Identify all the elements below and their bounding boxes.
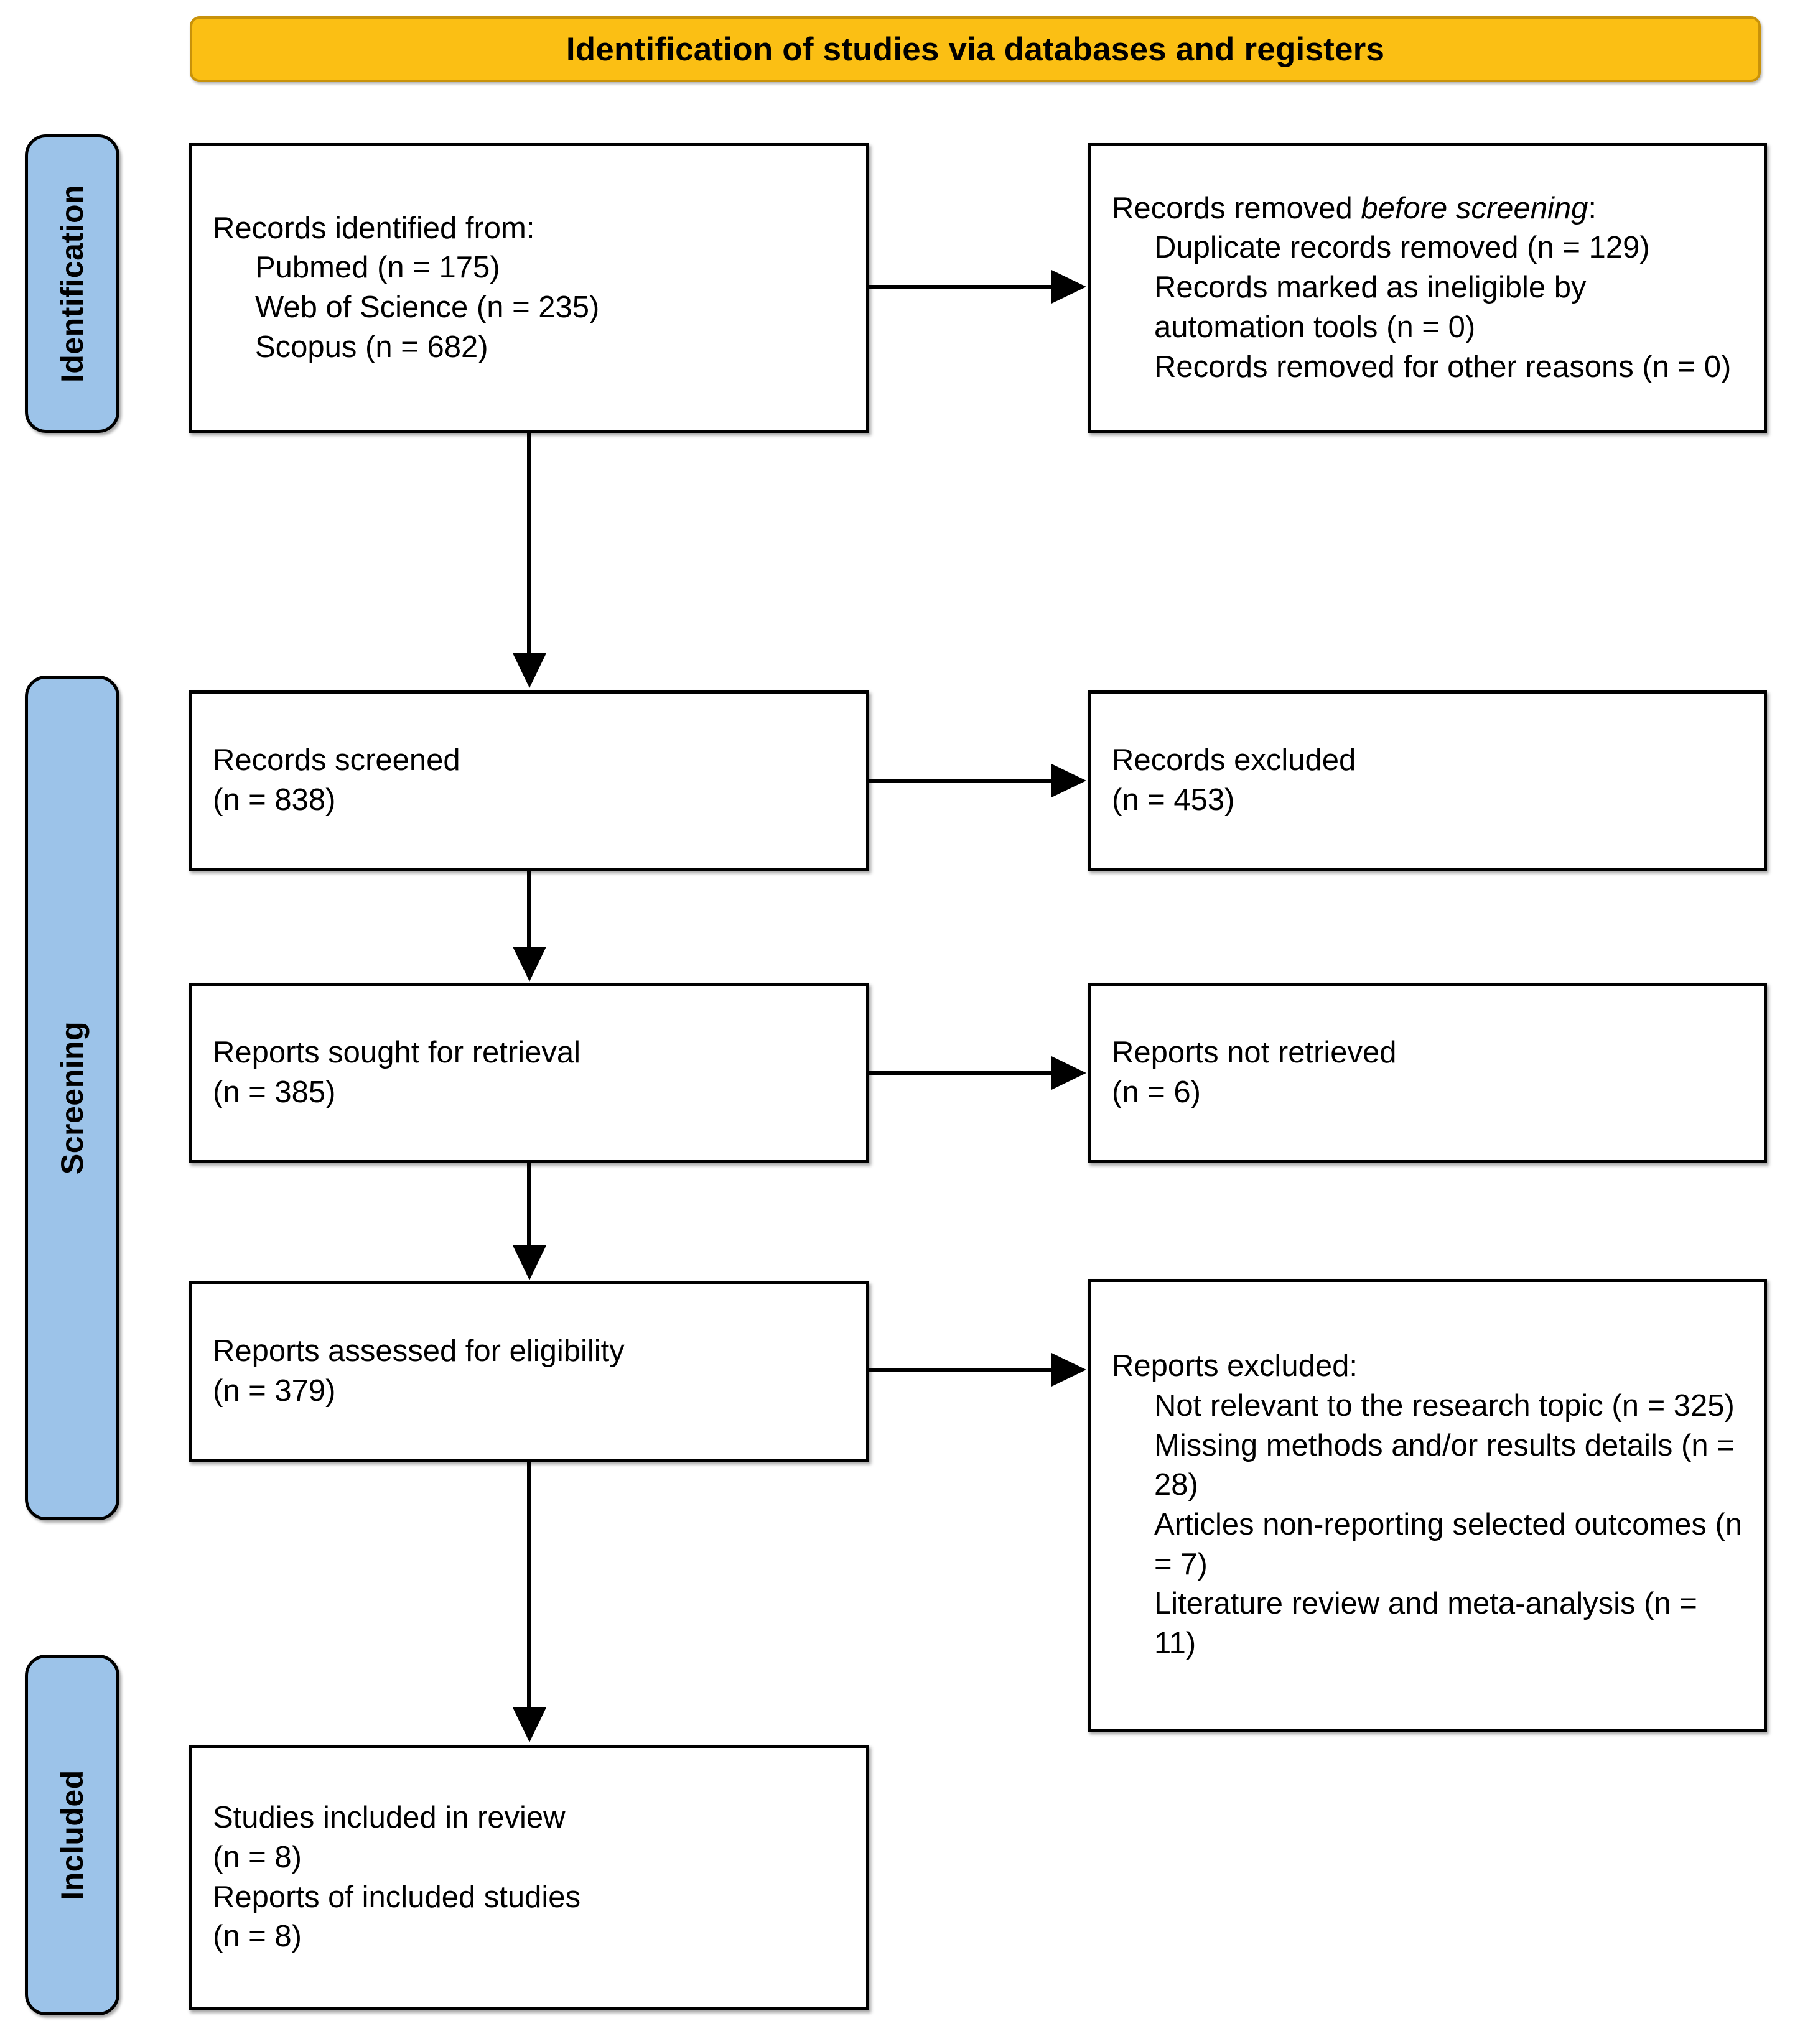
box-reports-sought-for-retrieval: Reports sought for retrieval (n = 385) [189, 983, 869, 1163]
box-heading: Records removed before screening: [1112, 189, 1743, 229]
connector-identified-to-removed [869, 285, 1053, 289]
box-records-excluded: Records excluded (n = 453) [1088, 690, 1767, 871]
stage-label-included: Included [25, 1655, 119, 2015]
source-web-of-science: Web of Science (n = 235) [255, 290, 600, 324]
exclusion-missing-details: Missing methods and/or results details (… [1154, 1428, 1743, 1502]
heading-plain: Records removed [1112, 191, 1361, 225]
box-count: (n = 379) [213, 1374, 336, 1408]
box-count: (n = 453) [1112, 783, 1235, 817]
box-reports-excluded: Reports excluded: Not relevant to the re… [1088, 1279, 1767, 1732]
box-heading: Records identified from: [213, 211, 535, 245]
arrowhead-down-icon [513, 1245, 546, 1280]
arrowhead-right-icon [1051, 1353, 1086, 1387]
diagram-header-banner: Identification of studies via databases … [190, 16, 1761, 82]
arrowhead-down-icon [513, 653, 546, 688]
exclusion-literature-review: Literature review and meta-analysis (n =… [1154, 1587, 1706, 1661]
stage-label-screening: Screening [25, 676, 119, 1520]
stage-label-screening-text: Screening [55, 1021, 90, 1175]
reports-included-count: (n = 8) [213, 1920, 302, 1954]
arrowhead-right-icon [1051, 1056, 1086, 1090]
arrowhead-down-icon [513, 947, 546, 982]
box-heading: Reports assessed for eligibility [213, 1334, 625, 1368]
connector-screened-to-sought [527, 871, 531, 949]
arrowhead-right-icon [1051, 764, 1086, 797]
connector-assessed-to-reports-excluded [869, 1368, 1053, 1372]
connector-identified-to-screened [527, 433, 531, 657]
box-records-identified: Records identified from: Pubmed (n = 175… [189, 143, 869, 433]
diagram-title: Identification of studies via databases … [566, 30, 1385, 68]
box-heading: Reports excluded: [1112, 1349, 1358, 1383]
box-count: (n = 385) [213, 1075, 336, 1109]
reports-included-label: Reports of included studies [213, 1880, 581, 1914]
reason-other: Records removed for other reasons (n = 0… [1154, 350, 1732, 384]
stage-label-included-text: Included [55, 1770, 90, 1900]
box-studies-included-in-review: Studies included in review (n = 8) Repor… [189, 1745, 869, 2010]
heading-italic: before screening [1361, 191, 1588, 225]
heading-tail: : [1588, 191, 1597, 225]
box-records-screened: Records screened (n = 838) [189, 690, 869, 871]
box-records-removed-before-screening: Records removed before screening: Duplic… [1088, 143, 1767, 433]
source-scopus: Scopus (n = 682) [255, 330, 488, 364]
studies-included-count: (n = 8) [213, 1840, 302, 1874]
source-pubmed: Pubmed (n = 175) [255, 251, 500, 285]
connector-sought-to-assessed [527, 1163, 531, 1248]
box-heading: Reports not retrieved [1112, 1036, 1397, 1070]
exclusion-not-relevant: Not relevant to the research topic (n = … [1154, 1388, 1735, 1423]
arrowhead-right-icon [1051, 270, 1086, 304]
box-reports-assessed-for-eligibility: Reports assessed for eligibility (n = 37… [189, 1281, 869, 1462]
box-reports-not-retrieved: Reports not retrieved (n = 6) [1088, 983, 1767, 1163]
box-count: (n = 6) [1112, 1075, 1201, 1109]
stage-label-identification-text: Identification [55, 184, 90, 383]
reason-duplicate-records: Duplicate records removed (n = 129) [1154, 231, 1650, 265]
connector-screened-to-excluded [869, 779, 1053, 783]
connector-sought-to-not-retrieved [869, 1071, 1053, 1075]
exclusion-non-reporting-outcomes: Articles non-reporting selected outcomes… [1154, 1508, 1751, 1581]
box-count: (n = 838) [213, 783, 336, 817]
reason-automation-ineligible: Records marked as ineligible by automati… [1154, 271, 1595, 344]
arrowhead-down-icon [513, 1707, 546, 1742]
studies-included-label: Studies included in review [213, 1801, 566, 1835]
box-heading: Records excluded [1112, 743, 1356, 778]
box-heading: Reports sought for retrieval [213, 1036, 580, 1070]
stage-label-identification: Identification [25, 134, 119, 433]
connector-assessed-to-included [527, 1462, 531, 1711]
box-heading: Records screened [213, 743, 460, 778]
